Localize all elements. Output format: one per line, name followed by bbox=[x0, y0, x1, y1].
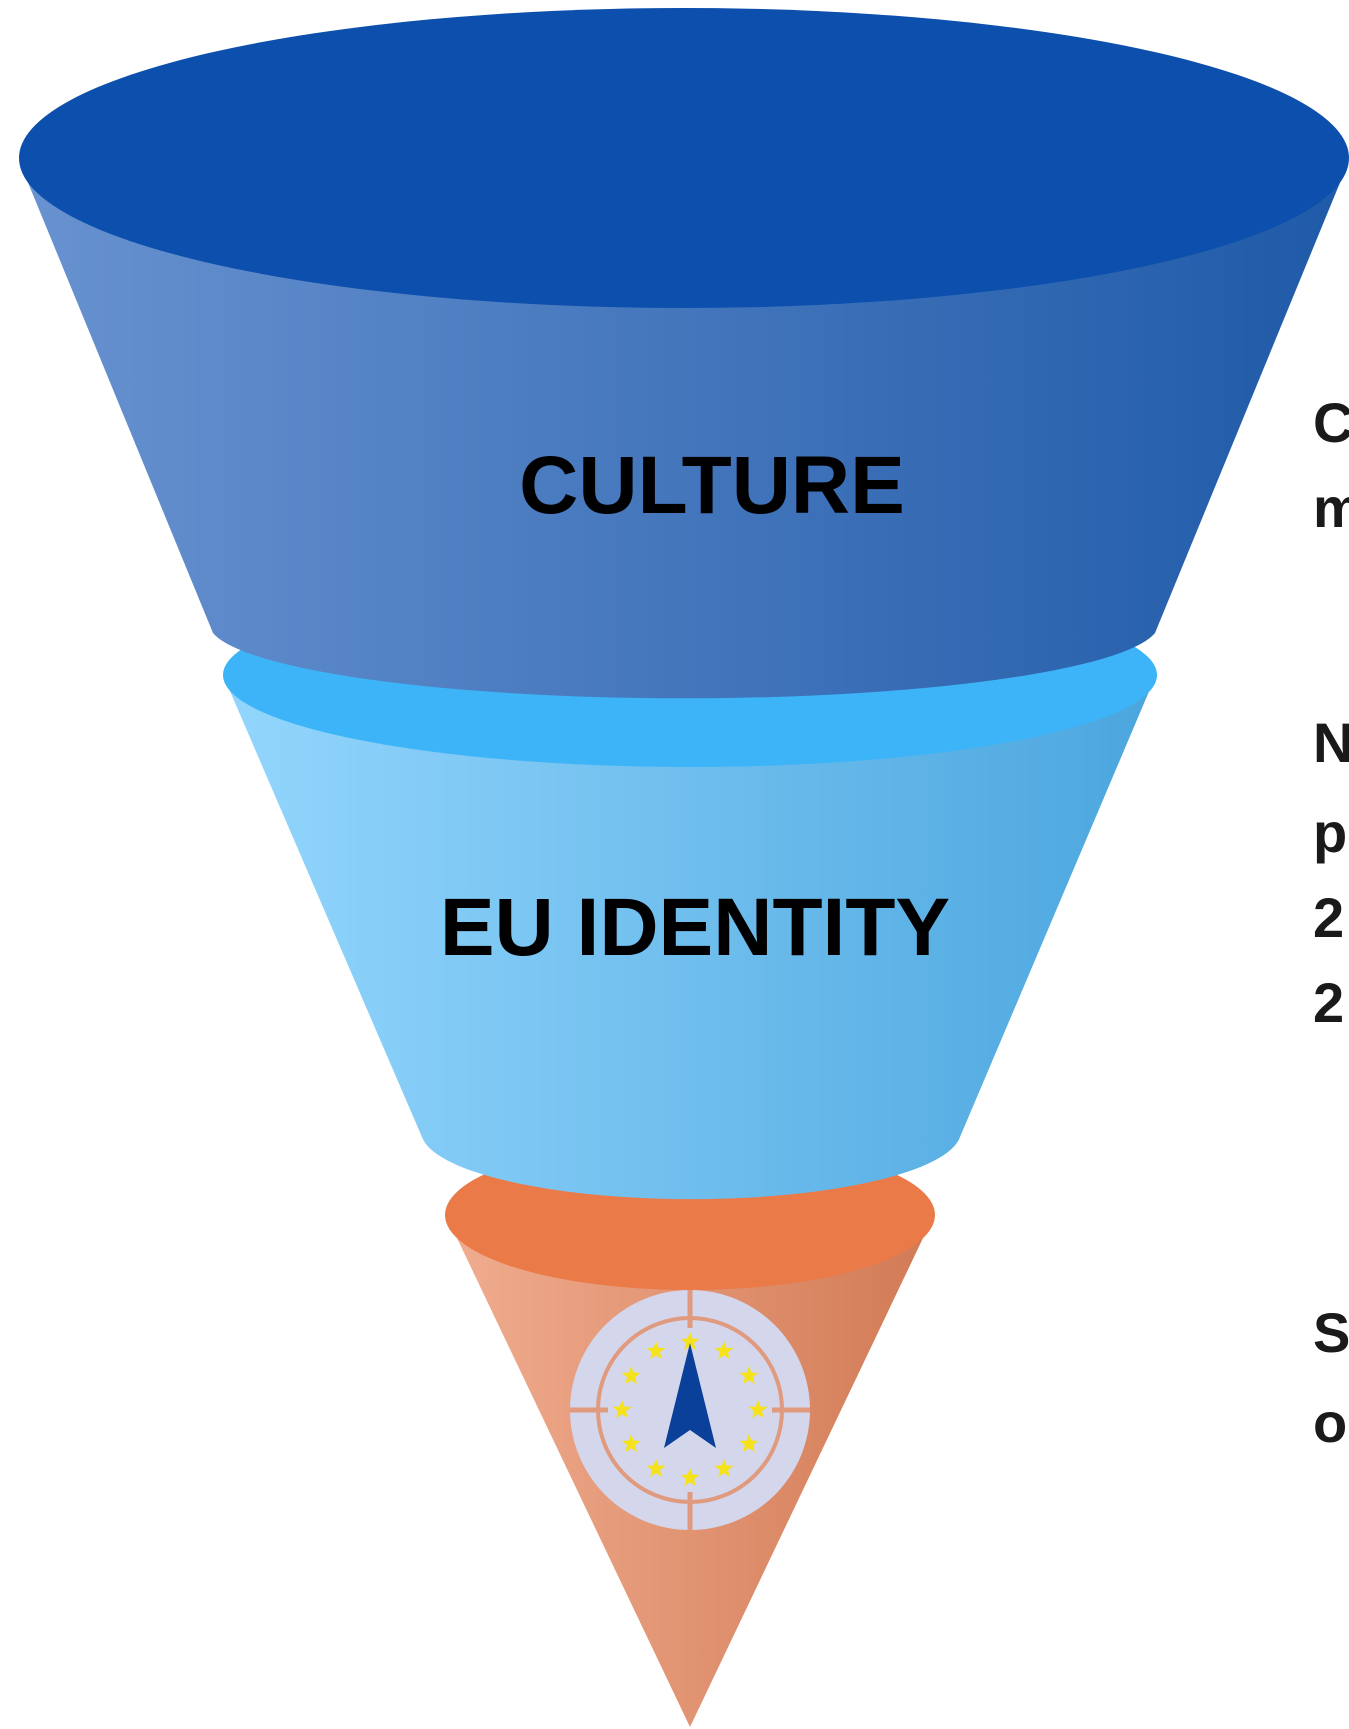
level-label-eu-identity: EU IDENTITY bbox=[439, 882, 951, 973]
star-icon bbox=[714, 1341, 734, 1360]
level-label-culture: CULTURE bbox=[519, 440, 905, 531]
eu-stars bbox=[612, 1332, 768, 1487]
star-icon bbox=[621, 1366, 641, 1385]
funnel-level-top-body bbox=[22, 168, 1346, 699]
side-text-5: 2 bbox=[1313, 886, 1345, 949]
side-text-7: S bbox=[1313, 1301, 1349, 1364]
star-icon bbox=[739, 1366, 759, 1385]
side-text-3: N bbox=[1313, 711, 1349, 774]
star-icon bbox=[646, 1341, 666, 1360]
star-icon bbox=[739, 1434, 759, 1453]
side-text-6: 2 bbox=[1313, 971, 1345, 1034]
side-text-4: p bbox=[1313, 801, 1348, 864]
side-text-8: o bbox=[1313, 1391, 1348, 1454]
funnel-level-top-top bbox=[19, 8, 1349, 308]
star-icon bbox=[612, 1400, 632, 1419]
funnel-level-top bbox=[19, 8, 1349, 699]
star-icon bbox=[714, 1458, 734, 1477]
star-icon bbox=[621, 1434, 641, 1453]
compass-arrow-icon bbox=[664, 1343, 716, 1448]
side-text-1: C bbox=[1313, 391, 1349, 454]
eu-compass-emblem bbox=[570, 1290, 810, 1530]
star-icon bbox=[646, 1458, 666, 1477]
side-text-2: m bbox=[1313, 476, 1349, 539]
funnel-level-middle-body bbox=[223, 675, 1156, 1200]
star-icon bbox=[680, 1468, 700, 1487]
star-icon bbox=[680, 1332, 700, 1351]
star-icon bbox=[748, 1400, 768, 1419]
